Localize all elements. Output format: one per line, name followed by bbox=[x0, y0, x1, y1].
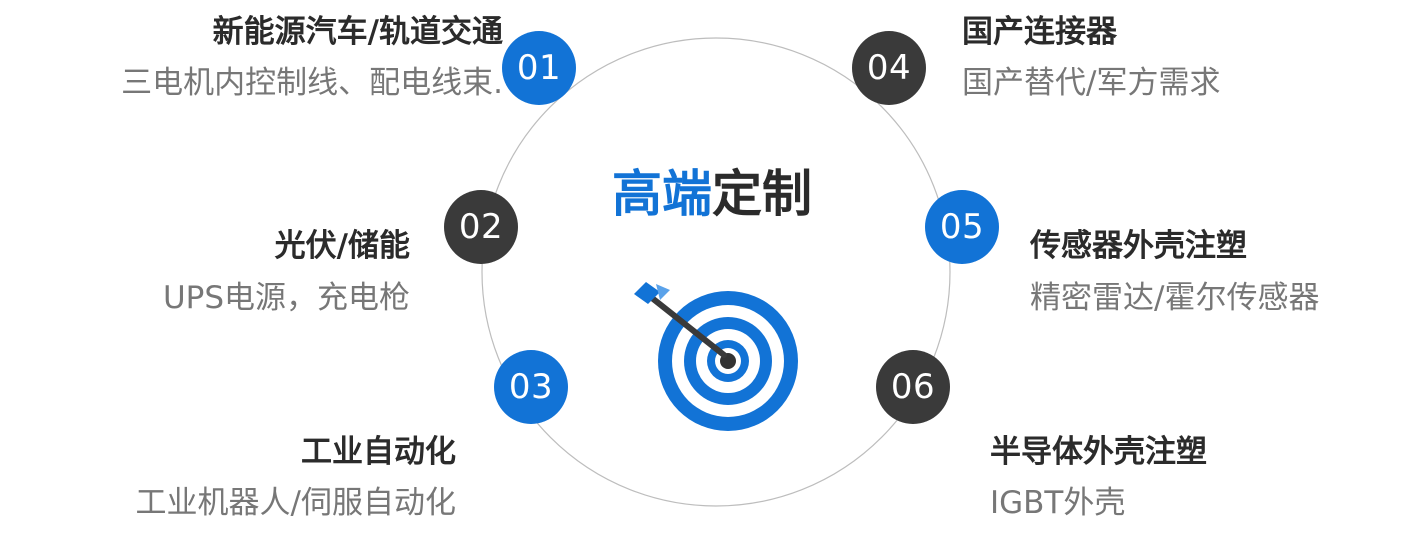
center-title-rest: 定制 bbox=[712, 165, 812, 223]
badge-06: 06 bbox=[876, 350, 950, 424]
item-04-subtitle: 国产替代/军方需求 bbox=[962, 65, 1221, 101]
badge-01: 01 bbox=[502, 31, 576, 105]
item-05-title: 传感器外壳注塑 bbox=[1030, 228, 1247, 264]
badge-04: 04 bbox=[852, 31, 926, 105]
target-icon bbox=[658, 291, 798, 431]
badge-03: 03 bbox=[494, 350, 568, 424]
center-title-highlight: 高端 bbox=[612, 165, 712, 223]
item-02-subtitle: UPS电源，充电枪 bbox=[162, 280, 410, 316]
item-02-title: 光伏/储能 bbox=[274, 228, 410, 264]
item-03-subtitle: 工业机器人/伺服自动化 bbox=[135, 485, 456, 521]
badge-02: 02 bbox=[444, 190, 518, 264]
item-04-title: 国产连接器 bbox=[962, 14, 1117, 50]
item-01-subtitle: 三电机内控制线、配电线束. bbox=[121, 65, 503, 101]
item-01-title: 新能源汽车/轨道交通 bbox=[212, 14, 503, 50]
badge-05: 05 bbox=[925, 190, 999, 264]
item-06-title: 半导体外壳注塑 bbox=[990, 434, 1207, 470]
item-06-subtitle: IGBT外壳 bbox=[990, 485, 1126, 521]
item-05-subtitle: 精密雷达/霍尔传感器 bbox=[1030, 280, 1320, 316]
orbit-ring bbox=[481, 37, 951, 507]
arrow-icon bbox=[634, 282, 727, 358]
center-title: 高端定制 bbox=[612, 162, 812, 226]
item-03-title: 工业自动化 bbox=[301, 434, 456, 470]
